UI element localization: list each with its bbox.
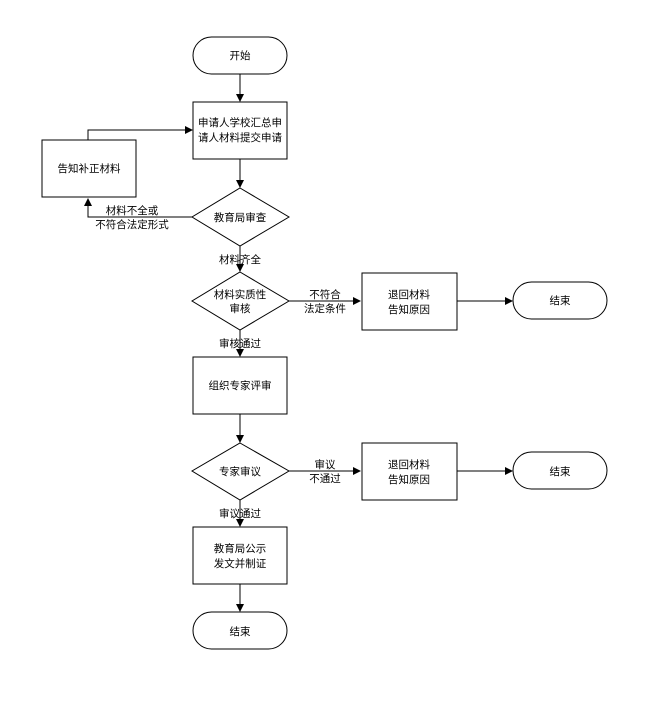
edge-label-not-passed-1: 审议 [315, 458, 336, 471]
publish-label-line2: 发文并制证 [214, 557, 267, 570]
edge-label-incomplete-2: 不符合法定形式 [95, 218, 169, 231]
expert-review-decision: 专家审议 [191, 442, 290, 501]
bureau-review-label: 教育局审查 [214, 211, 267, 224]
notify-fix-process: 告知补正材料 [41, 139, 137, 198]
edge-label-not-qualified-1: 不符合 [309, 288, 341, 301]
substantive-label-line2: 审核 [230, 302, 251, 315]
publish-label-line1: 教育局公示 [214, 542, 267, 555]
substantive-review-decision: 材料实质性 审核 [191, 271, 290, 331]
reject1-label-line1: 退回材料 [388, 288, 430, 301]
reject-process-1: 退回材料 告知原因 [361, 272, 458, 331]
end-terminal-final: 结束 [192, 611, 288, 650]
end-terminal-2: 结束 [512, 451, 608, 490]
edge-label-not-passed-2: 不通过 [309, 472, 341, 485]
substantive-label-line1: 材料实质性 [214, 288, 267, 301]
end1-label: 结束 [550, 294, 571, 307]
expert-review-label: 专家审议 [219, 465, 261, 478]
apply-label-line1: 申请人学校汇总申 [198, 116, 282, 129]
edge-label-incomplete-1: 材料不全或 [106, 204, 159, 217]
edge-label-complete: 材料齐全 [219, 253, 261, 266]
reject2-label-line2: 告知原因 [388, 473, 430, 486]
start-terminal: 开始 [192, 36, 288, 75]
reject-process-2: 退回材料 告知原因 [361, 442, 458, 501]
edge-label-not-qualified-2: 法定条件 [304, 302, 346, 315]
expert-panel-label: 组织专家评审 [209, 379, 272, 392]
edge-notify-apply [87, 126, 193, 140]
edge-label-review-passed: 审核通过 [219, 337, 261, 350]
end2-label: 结束 [550, 465, 571, 478]
apply-label-line2: 请人材料提交申请 [198, 131, 282, 144]
expert-panel-process: 组织专家评审 [192, 356, 288, 415]
notify-fix-label: 告知补正材料 [58, 162, 121, 175]
connectors [84, 74, 513, 612]
bureau-review-decision: 教育局审查 [191, 187, 290, 247]
end-terminal-1: 结束 [512, 281, 608, 320]
reject1-label-line2: 告知原因 [388, 303, 430, 316]
end-final-label: 结束 [230, 625, 251, 638]
start-label: 开始 [230, 49, 251, 62]
edge-label-deliberation-passed: 审议通过 [219, 507, 261, 520]
publish-process: 教育局公示 发文并制证 [192, 526, 288, 585]
edge-review-notify [84, 198, 192, 218]
reject2-label-line1: 退回材料 [388, 458, 430, 471]
apply-process: 申请人学校汇总申 请人材料提交申请 [192, 101, 288, 160]
